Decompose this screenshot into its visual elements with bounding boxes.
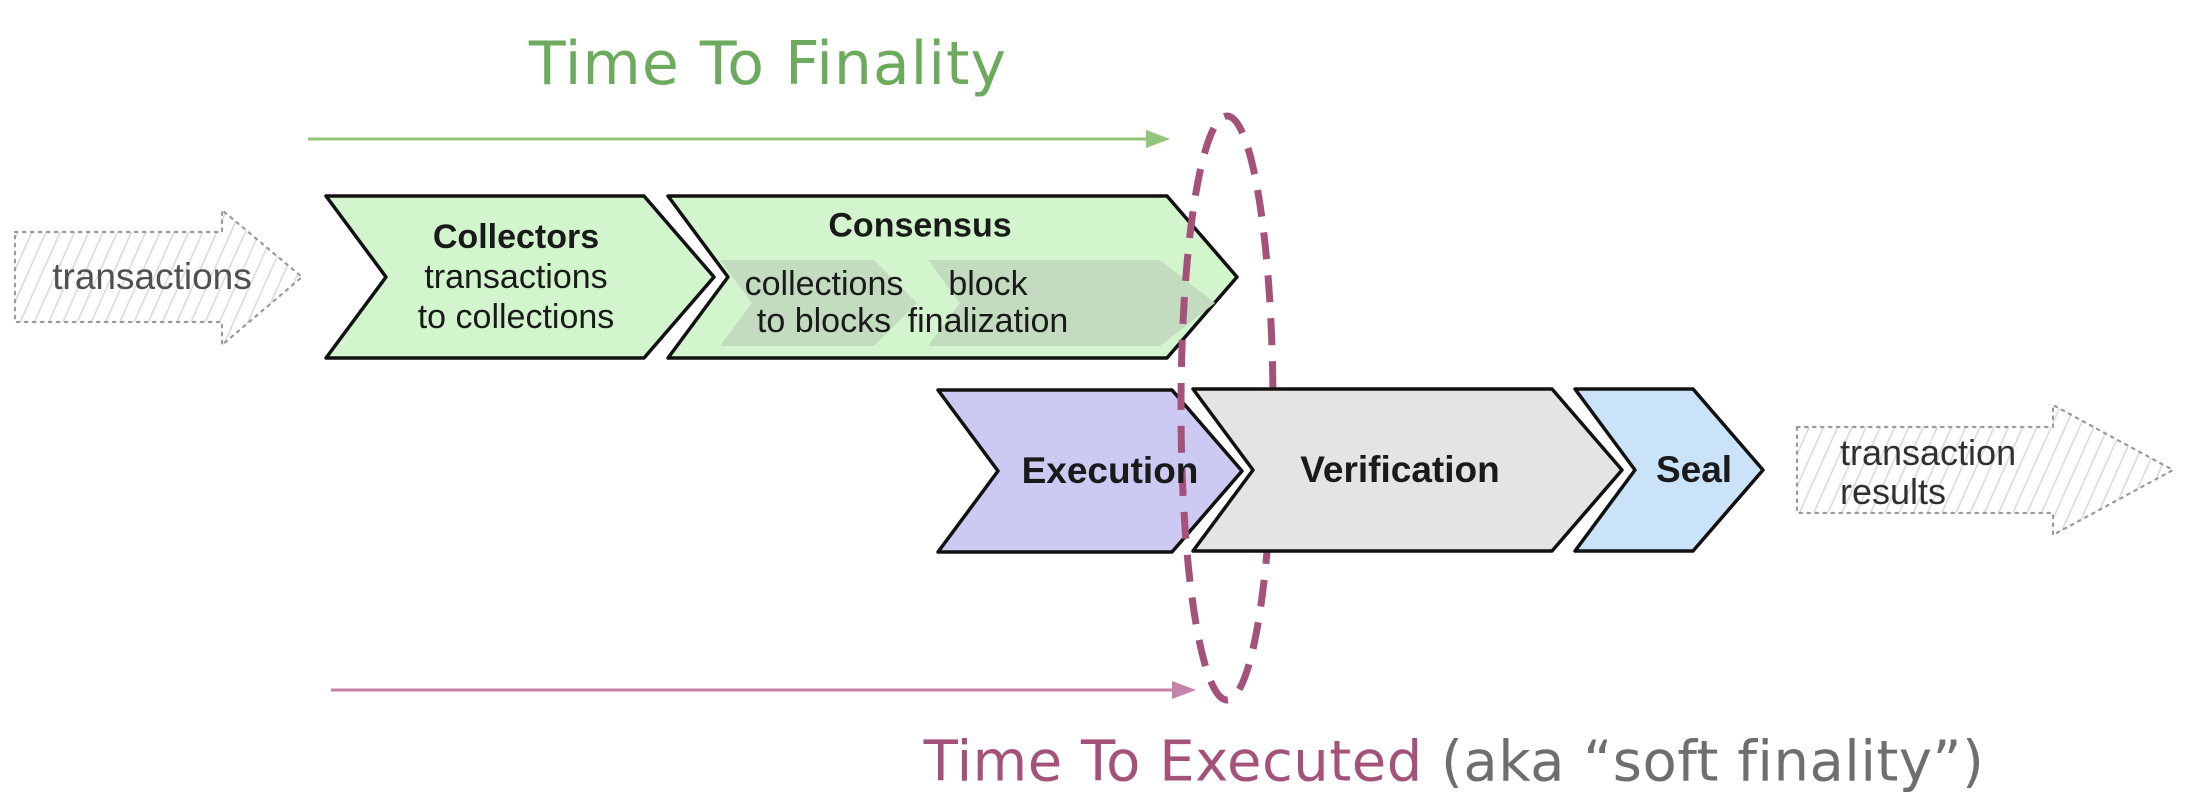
collectors-line1: transactions	[424, 258, 608, 296]
transaction-results-line1: transaction	[1840, 432, 2017, 473]
collectors-label: Collectors transactions to collections	[418, 217, 615, 337]
transactions-input-label: transactions	[52, 256, 252, 297]
collections-to-blocks-label: collections to blocks	[745, 266, 904, 340]
verification-label: Verification	[1300, 449, 1500, 490]
time-to-executed-highlight: Time To Executed	[923, 729, 1423, 795]
transaction-results-output-arrow	[1795, 403, 2175, 537]
verification-chevron	[1191, 387, 1624, 553]
block-finalization-line2: finalization	[907, 302, 1069, 340]
seal-chevron	[1573, 387, 1765, 553]
block-finalization-line1: block	[948, 265, 1028, 303]
consensus-title: Consensus	[828, 206, 1012, 245]
collectors-title: Collectors	[432, 218, 600, 256]
execution-chevron	[936, 388, 1244, 554]
transaction-results-label: transaction results	[1840, 433, 2016, 511]
execution-label: Execution	[1021, 450, 1199, 491]
time-to-executed-label: Time To Executed (aka “soft finality”)	[924, 730, 1985, 795]
soft-finality-suffix: (aka “soft finality”)	[1422, 729, 1985, 795]
block-finalization-label: block finalization	[908, 266, 1069, 340]
time-to-executed-arrow	[331, 681, 1196, 699]
time-to-finality-title: Time To Finality	[528, 29, 1008, 99]
collections-to-blocks-subchevron	[720, 260, 917, 346]
collections-to-blocks-line2: to blocks	[756, 302, 892, 340]
collectors-chevron	[324, 194, 716, 360]
collectors-line2: to collections	[417, 298, 615, 336]
time-to-finality-arrow	[308, 130, 1170, 148]
seal-label: Seal	[1655, 449, 1733, 490]
transaction-results-line2: results	[1840, 471, 1947, 512]
block-finalization-subchevron	[928, 260, 1215, 346]
transactions-input-arrow	[13, 208, 304, 347]
collections-to-blocks-line1: collections	[744, 265, 904, 303]
